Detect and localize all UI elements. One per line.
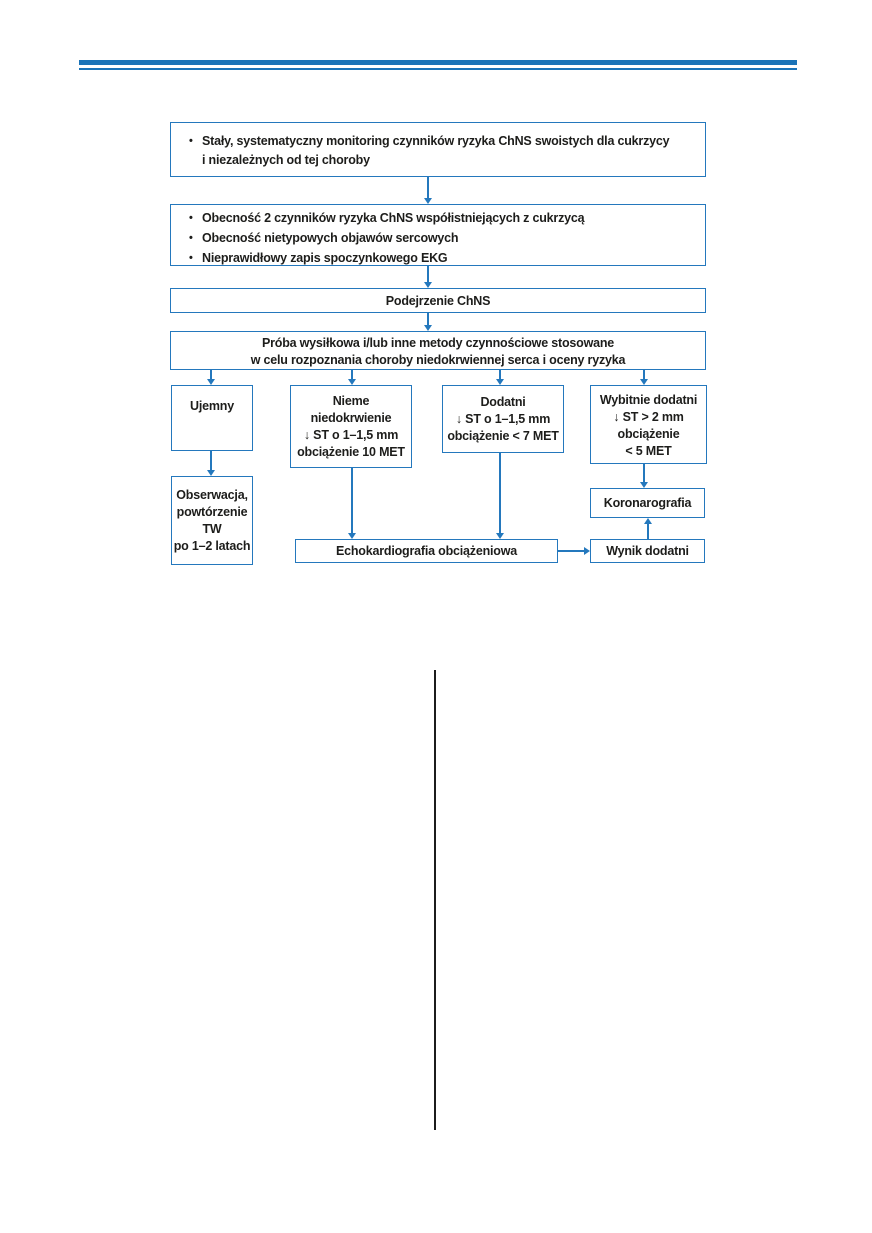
arrow-test-to-strongly-positive xyxy=(640,370,648,385)
echo-label: Echokardiografia obciążeniowa xyxy=(335,544,518,558)
box-result-negative: Ujemny xyxy=(171,385,253,451)
silent-line-2: niedokrwienie xyxy=(310,411,392,425)
arrow-negative-to-observation xyxy=(207,451,215,476)
arrow-monitoring-to-criteria xyxy=(424,177,432,204)
box-criteria: • Obecność 2 czynników ryzyka ChNS współ… xyxy=(170,204,706,266)
arrow-test-to-negative xyxy=(207,370,215,385)
strong-line-1: Wybitnie dodatni xyxy=(599,393,698,407)
suspicion-label: Podejrzenie ChNS xyxy=(385,294,491,308)
arrow-positive-to-echo xyxy=(496,453,504,539)
positive-line-3: obciążenie < 7 MET xyxy=(447,429,559,443)
box-result-silent-ischemia: Nieme niedokrwienie ↓ ST o 1–1,5 mm obci… xyxy=(290,385,412,468)
strong-line-3: obciążenie xyxy=(617,427,680,441)
positive-line-2: ↓ ST o 1–1,5 mm xyxy=(455,412,551,426)
monitoring-line-2: i niezależnych od tej choroby xyxy=(202,153,370,167)
bullet-icon: • xyxy=(189,212,193,224)
arrow-positive-result-to-coronarography xyxy=(644,518,652,539)
criteria-item-3: Nieprawidłowy zapis spoczynkowego EKG xyxy=(202,251,448,265)
box-risk-monitoring: • Stały, systematyczny monitoring czynni… xyxy=(170,122,706,177)
monitoring-line-1: Stały, systematyczny monitoring czynnikó… xyxy=(202,134,670,148)
test-line-1: Próba wysiłkowa i/lub inne metody czynno… xyxy=(261,336,615,350)
box-exercise-test: Próba wysiłkowa i/lub inne metody czynno… xyxy=(170,331,706,370)
criteria-item-1: Obecność 2 czynników ryzyka ChNS współis… xyxy=(202,211,585,225)
header-rule-thick xyxy=(79,60,797,65)
column-divider xyxy=(434,670,436,1130)
observation-line-2: powtórzenie xyxy=(176,505,248,519)
observation-line-3: TW xyxy=(202,522,222,536)
arrow-suspicion-to-test xyxy=(424,313,432,331)
strong-line-4: < 5 MET xyxy=(625,444,672,458)
arrow-criteria-to-suspicion xyxy=(424,266,432,288)
observation-line-1: Obserwacja, xyxy=(176,488,248,502)
box-result-strongly-positive: Wybitnie dodatni ↓ ST > 2 mm obciążenie … xyxy=(590,385,707,464)
box-suspicion: Podejrzenie ChNS xyxy=(170,288,706,313)
box-positive-result: Wynik dodatni xyxy=(590,539,705,563)
silent-line-4: obciążenie 10 MET xyxy=(297,445,405,459)
arrow-silent-to-echo xyxy=(348,468,356,539)
positive-result-label: Wynik dodatni xyxy=(606,544,689,558)
test-line-2: w celu rozpoznania choroby niedokrwienne… xyxy=(250,353,626,367)
positive-line-1: Dodatni xyxy=(480,395,526,409)
observation-line-4: po 1–2 latach xyxy=(173,539,251,553)
strong-line-2: ↓ ST > 2 mm xyxy=(613,410,684,424)
arrow-strongly-positive-to-coronarography xyxy=(640,464,648,488)
box-stress-echo: Echokardiografia obciążeniowa xyxy=(295,539,558,563)
box-coronarography: Koronarografia xyxy=(590,488,705,518)
negative-label: Ujemny xyxy=(190,399,234,413)
bullet-icon: • xyxy=(189,252,193,264)
arrow-test-to-silent xyxy=(348,370,356,385)
coronarography-label: Koronarografia xyxy=(603,496,692,510)
criteria-item-2: Obecność nietypowych objawów sercowych xyxy=(202,231,459,245)
bullet-icon: • xyxy=(189,232,193,244)
box-observation: Obserwacja, powtórzenie TW po 1–2 latach xyxy=(171,476,253,565)
box-result-positive: Dodatni ↓ ST o 1–1,5 mm obciążenie < 7 M… xyxy=(442,385,564,453)
arrow-echo-to-positive-result xyxy=(558,547,590,555)
header-rule-thin xyxy=(79,68,797,70)
silent-line-3: ↓ ST o 1–1,5 mm xyxy=(303,428,399,442)
bullet-icon: • xyxy=(189,135,193,147)
arrow-test-to-positive xyxy=(496,370,504,385)
silent-line-1: Nieme xyxy=(332,394,370,408)
